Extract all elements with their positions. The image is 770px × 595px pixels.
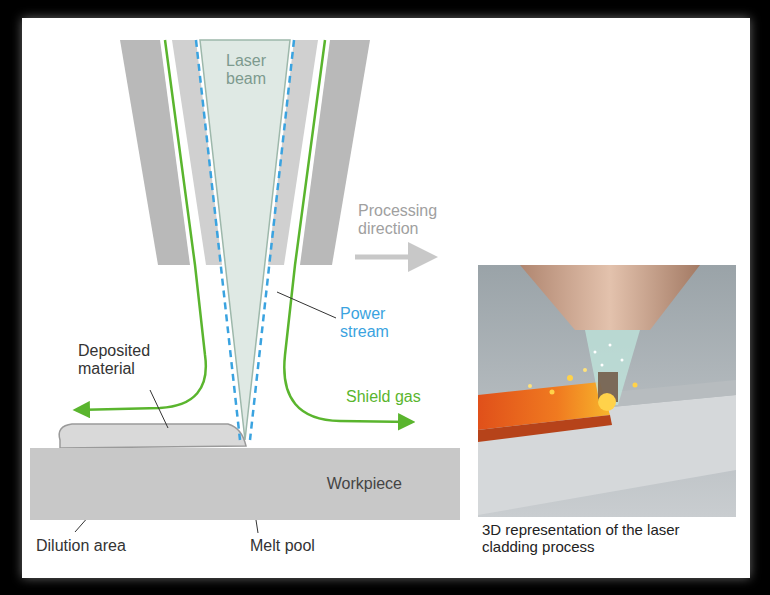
inset-caption: 3D representation of the laser cladding … <box>482 521 687 556</box>
stream-label: Power stream <box>340 305 410 342</box>
part-label: Deposited material <box>78 342 173 379</box>
beam-label: Laser beam <box>218 52 274 89</box>
direction-arrow <box>355 255 432 260</box>
powder-stream-line <box>250 40 294 440</box>
workpiece-band: Workpiece <box>30 448 460 520</box>
leader-line <box>150 390 168 428</box>
inset-3d-render <box>478 265 736 517</box>
deposited-bead <box>59 424 246 448</box>
gas-label: Shield gas <box>346 388 446 406</box>
direction-label: Processing direction <box>358 202 458 239</box>
part-label: Melt pool <box>250 537 350 555</box>
leader-line <box>277 292 336 318</box>
shield-gas-flow <box>76 40 206 410</box>
node-text: Workpiece <box>327 475 402 493</box>
part-label: Dilution area <box>36 537 156 555</box>
laser-beam-cone <box>200 40 290 440</box>
powder-stream-line <box>196 40 240 440</box>
